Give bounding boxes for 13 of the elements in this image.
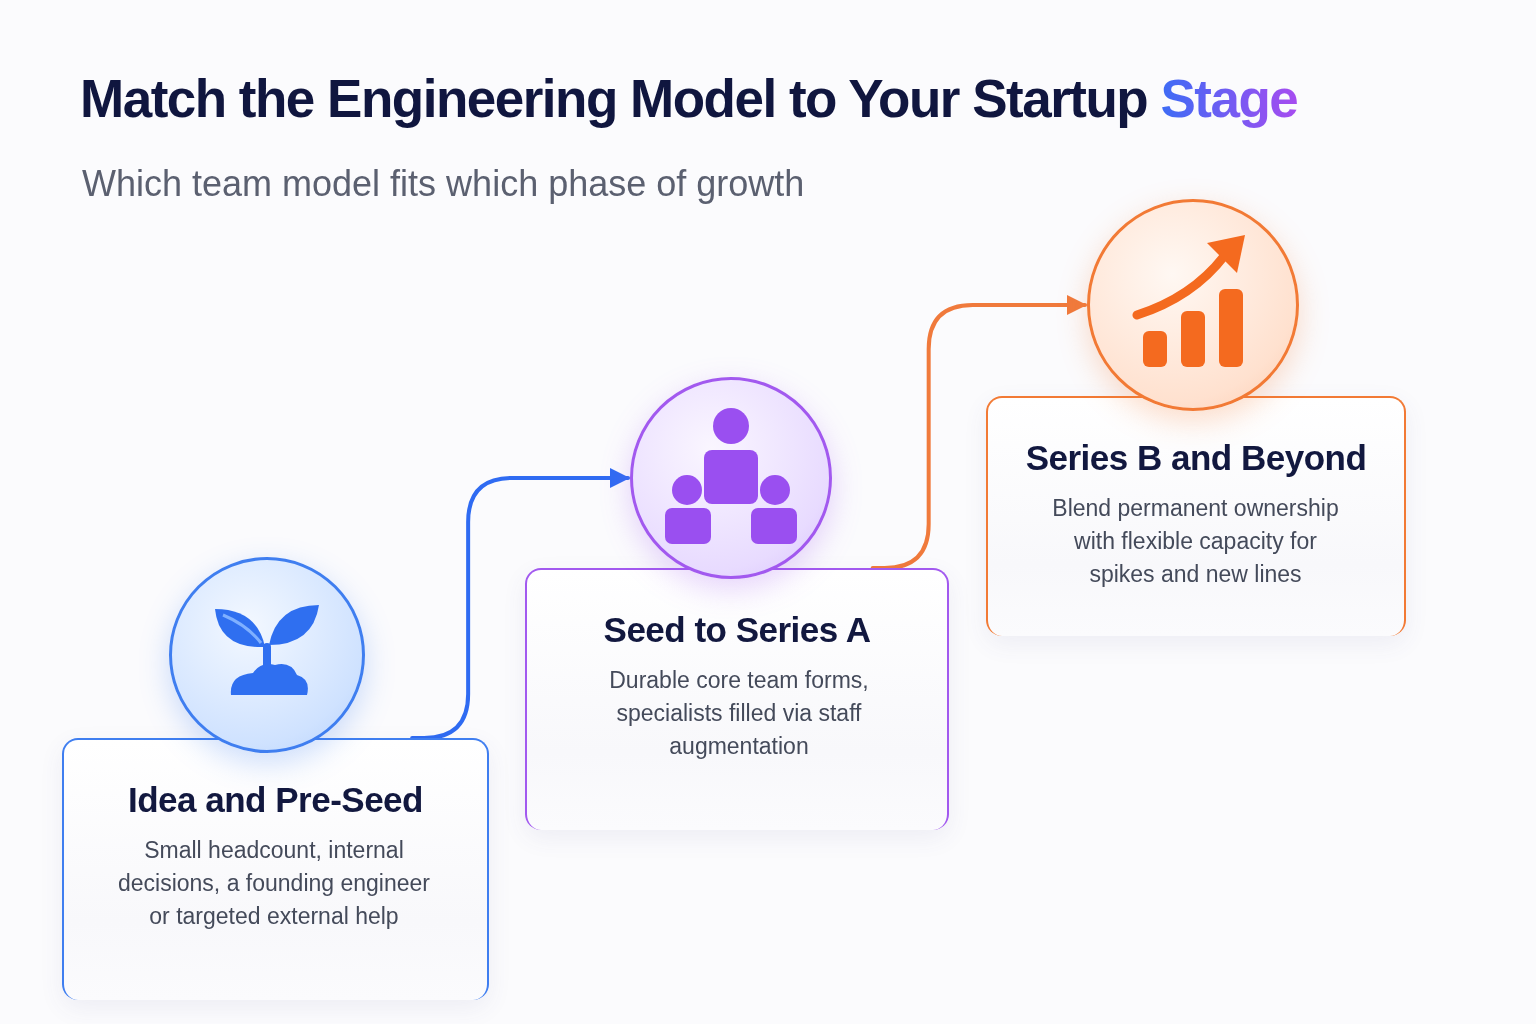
arrow <box>410 468 630 740</box>
stage-card <box>986 396 1406 636</box>
card-description: Durable core team forms, specialists filled via staff augmentation <box>608 666 870 761</box>
card-description: Small headcount, internal decisions, a founding engineer or targeted external help <box>117 836 431 931</box>
subtitle: Which team model fits which phase of growth <box>82 163 805 205</box>
card-heading: Idea and Pre-Seed <box>127 780 424 820</box>
stage-card <box>62 738 489 1000</box>
arrow <box>870 295 1087 570</box>
stage-card <box>525 568 949 830</box>
card-heading: Series B and Beyond <box>1024 438 1368 478</box>
card-description: Blend permanent ownership with flexible capacity for spikes and new lines <box>1051 494 1340 589</box>
card-heading: Seed to Series A <box>602 610 872 650</box>
title: Match the Engineering Model to Your Startup Stage <box>80 68 1298 129</box>
